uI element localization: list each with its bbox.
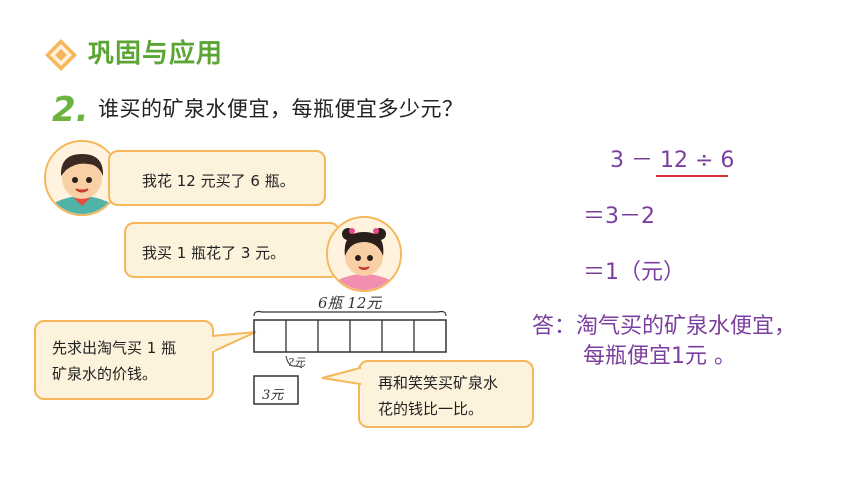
hint-bubble-right: 再和笑笑买矿泉水 花的钱比一比。: [358, 360, 534, 428]
hint-right-pointer: [321, 366, 362, 386]
girl-face-icon: [328, 218, 400, 290]
girl-speech-bubble: 我买 1 瓶花了 3 元。: [124, 222, 340, 278]
hint-left-pointer: [212, 331, 257, 354]
answer-line-1: 答：淘气买的矿泉水便宜，: [532, 314, 797, 339]
question-number: 2.: [52, 90, 89, 130]
boy-speech-text: 我花 12 元买了 6 瓶。: [142, 172, 295, 190]
bar-diagram: [253, 310, 447, 405]
question-text: 谁买的矿泉水便宜，每瓶便宜多少元？: [98, 97, 464, 121]
hint-left-line2: 矿泉水的价钱。: [52, 365, 158, 383]
bar-unknown-label: ?元: [288, 356, 305, 369]
priority-underline: [656, 175, 728, 177]
hint-right-line1: 再和笑笑买矿泉水: [378, 374, 499, 392]
solution-line-1: 3 － 12 ÷ 6: [610, 148, 735, 173]
hint-right-line2: 花的钱比一比。: [378, 400, 484, 418]
hint-bubble-left: 先求出淘气买 1 瓶 矿泉水的价钱。: [34, 320, 214, 400]
boy-avatar: [44, 140, 120, 216]
solution-line-2: ＝3－2: [583, 204, 655, 229]
girl-avatar: [326, 216, 402, 292]
solution-line-3: ＝1（元）: [583, 260, 685, 285]
boy-speech-bubble: 我花 12 元买了 6 瓶。: [108, 150, 326, 206]
hint-left-line1: 先求出淘气买 1 瓶: [52, 339, 177, 357]
section-title: 巩固与应用: [88, 39, 224, 69]
girl-speech-text: 我买 1 瓶花了 3 元。: [142, 244, 286, 262]
section-diamond-icon: [45, 39, 77, 71]
bar-diagram-top-label: 6瓶 12元: [318, 294, 382, 312]
boy-face-icon: [46, 142, 118, 214]
answer-line-2: 每瓶便宜1元 。: [583, 344, 736, 369]
bar-box-label: 3元: [262, 388, 284, 403]
